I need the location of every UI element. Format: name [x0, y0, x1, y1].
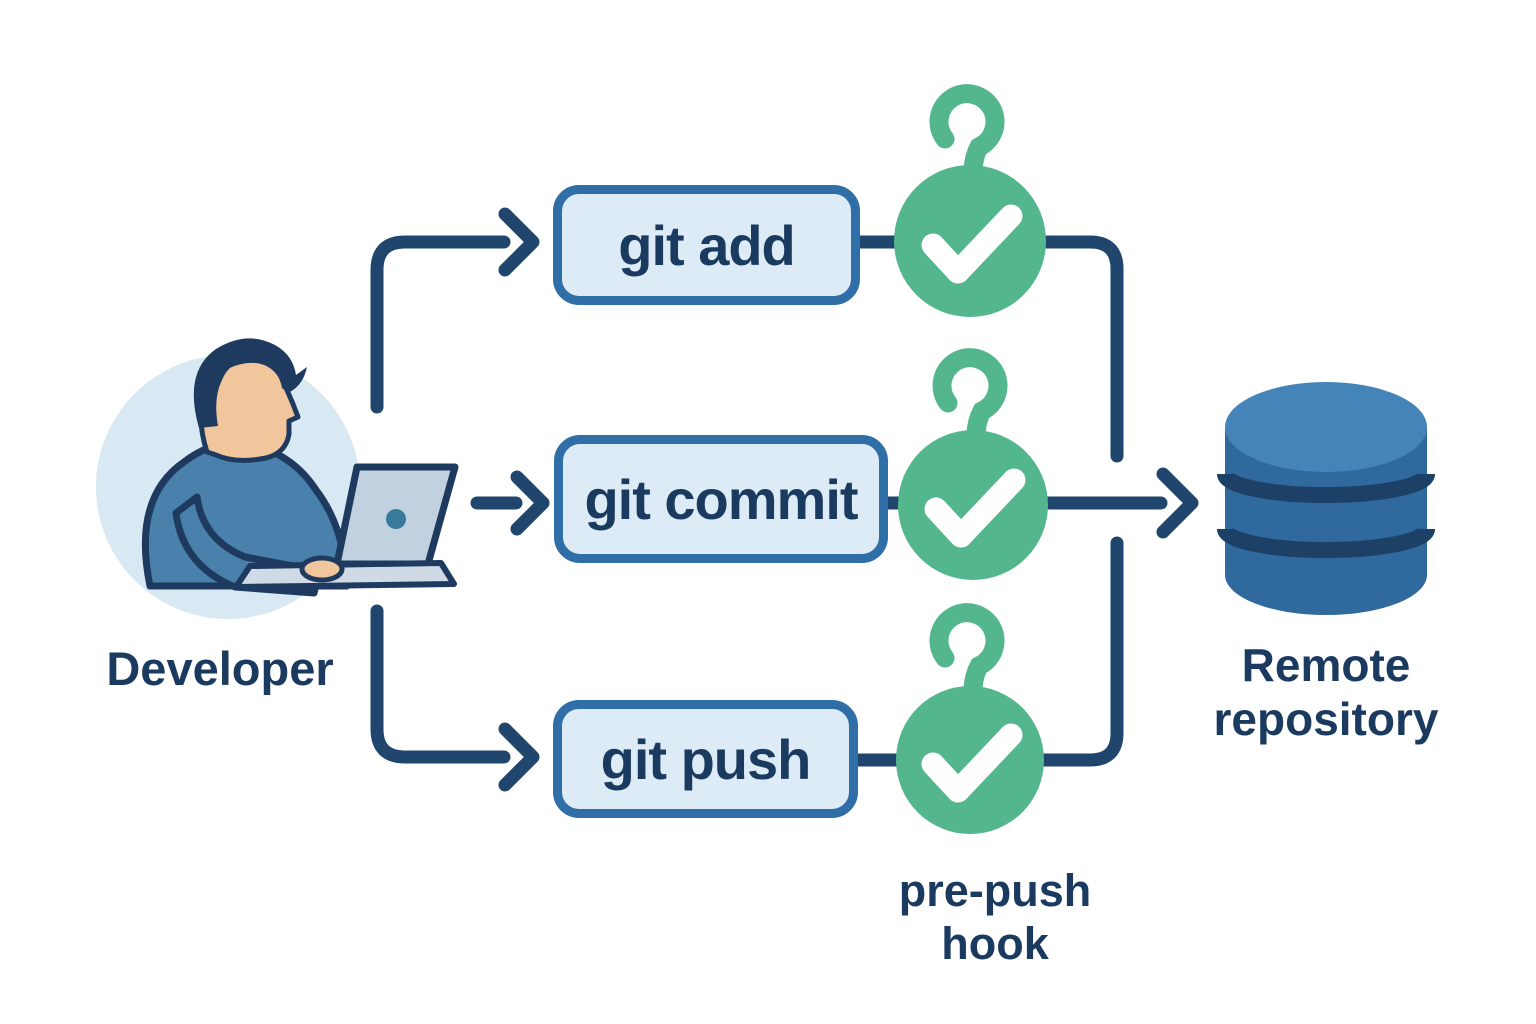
hook-icon — [929, 603, 1005, 698]
arrowhead-into-git-commit — [510, 470, 550, 536]
node-git-add: git add — [553, 185, 860, 305]
hook-check-icon-git-commit — [898, 348, 1048, 580]
node-git-push-label: git push — [600, 727, 812, 791]
pre-push-hook-label: pre-push hook — [898, 865, 1092, 970]
edge-developer-to-git-add — [370, 235, 511, 414]
developer-label: Developer — [106, 642, 334, 695]
edge-git-push-check-up — [1036, 536, 1124, 767]
database-groove — [1217, 526, 1435, 558]
developer-hair — [193, 338, 307, 428]
hook-check-icon-git-add — [894, 84, 1046, 317]
arrowhead-into-remote-repo — [1156, 467, 1199, 539]
database-groove — [1217, 471, 1435, 503]
arrowhead-into-git-push — [498, 722, 540, 792]
connectors — [370, 207, 1199, 792]
laptop-base — [233, 560, 457, 590]
check-circle — [896, 686, 1044, 834]
developer-hand — [299, 555, 345, 583]
node-git-push: git push — [553, 700, 858, 818]
check-icon — [921, 723, 1023, 803]
database-body — [1225, 428, 1427, 615]
arrowhead-into-git-add — [498, 207, 540, 277]
check-circle — [894, 165, 1046, 317]
database-top — [1225, 382, 1427, 472]
hook-icon — [929, 84, 1005, 179]
edge-git-add-check-down — [1036, 235, 1124, 463]
laptop-logo-dot — [386, 509, 406, 529]
check-circle — [898, 430, 1048, 580]
node-git-commit-label: git commit — [584, 467, 858, 531]
developer-at-laptop-icon — [96, 338, 459, 619]
check-icon — [924, 468, 1026, 548]
hook-check-icon-git-push — [896, 603, 1044, 834]
check-icon — [921, 204, 1023, 284]
database-icon — [1217, 382, 1435, 615]
node-git-add-label: git add — [618, 213, 796, 277]
edge-developer-to-git-push — [370, 604, 511, 764]
hook-icon — [932, 348, 1008, 443]
node-git-commit: git commit — [554, 435, 888, 563]
remote-repository-label: Remote repository — [1213, 639, 1439, 746]
